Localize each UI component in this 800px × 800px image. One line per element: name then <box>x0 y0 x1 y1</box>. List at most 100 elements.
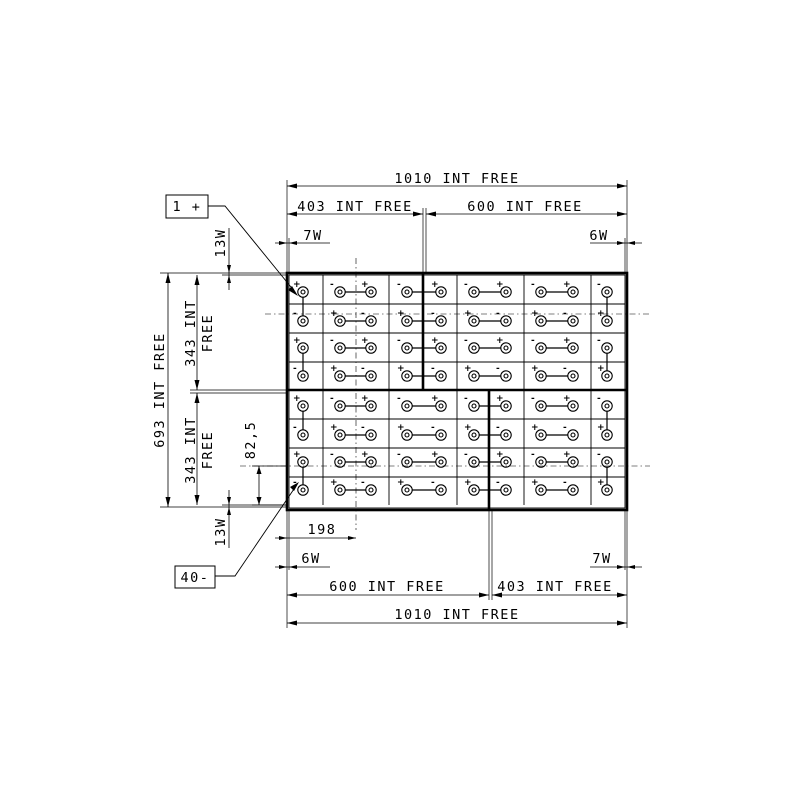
cell-terminal-core <box>337 289 343 295</box>
polarity-minus-mark: - <box>361 423 365 433</box>
polarity-minus-mark: - <box>431 423 435 433</box>
polarity-minus-mark: - <box>361 364 365 374</box>
polarity-plus-mark: + <box>293 336 301 346</box>
polarity-plus-mark: + <box>397 423 405 433</box>
polarity-plus-mark: + <box>361 450 369 460</box>
cell-terminal-core <box>604 373 610 379</box>
polarity-plus-mark: + <box>597 364 605 374</box>
cell-terminal-core <box>570 345 576 351</box>
polarity-plus-mark: + <box>293 394 301 404</box>
polarity-minus-mark: - <box>397 394 401 404</box>
dim-cell-width: 198 <box>308 522 337 538</box>
dim-left-lower-line2: FREE <box>200 431 216 470</box>
cell-terminal-core <box>471 345 477 351</box>
svg-text:1 +: 1 + <box>173 199 202 215</box>
polarity-plus-mark: + <box>431 280 439 290</box>
cell-terminal-core <box>300 345 306 351</box>
cell-terminal-core <box>503 487 509 493</box>
polarity-minus-mark: - <box>531 280 535 290</box>
polarity-minus-mark: - <box>397 336 401 346</box>
dim-bottom-right-wall: 7W <box>592 551 611 567</box>
polarity-plus-mark: + <box>531 423 539 433</box>
polarity-plus-mark: + <box>293 280 301 290</box>
dim-top-right-wall: 6W <box>589 228 608 244</box>
cell-terminal-core <box>438 459 444 465</box>
polarity-minus-mark: - <box>330 394 334 404</box>
cell-terminal-core <box>604 403 610 409</box>
polarity-minus-mark: - <box>563 478 567 488</box>
cell-terminal-core <box>503 318 509 324</box>
cell-terminal-core <box>368 318 374 324</box>
cell-terminal-core <box>300 318 306 324</box>
polarity-minus-mark: - <box>293 478 297 488</box>
polarity-plus-mark: + <box>464 364 472 374</box>
dim-bottom-overall: 1010 INT FREE <box>394 607 519 623</box>
cell-terminal-core <box>604 487 610 493</box>
cell-terminal-core <box>604 289 610 295</box>
polarity-plus-mark: + <box>431 450 439 460</box>
cell-terminal-core <box>438 289 444 295</box>
polarity-plus-mark: + <box>464 478 472 488</box>
cell-terminal-core <box>503 289 509 295</box>
polarity-minus-mark: - <box>496 478 500 488</box>
cell-terminal-core <box>368 289 374 295</box>
polarity-plus-mark: + <box>293 450 301 460</box>
dim-top-right: 600 INT FREE <box>467 199 583 215</box>
cell-terminal-core <box>404 345 410 351</box>
cell-terminal-core <box>300 459 306 465</box>
cell-terminal-core <box>337 373 343 379</box>
dim-left-upper-line2: FREE <box>200 314 216 353</box>
cell-terminal-core <box>404 289 410 295</box>
polarity-plus-mark: + <box>464 423 472 433</box>
polarity-minus-mark: - <box>597 450 601 460</box>
polarity-plus-mark: + <box>531 309 539 319</box>
cell-terminal-core <box>604 432 610 438</box>
cell-terminal-core <box>337 318 343 324</box>
cell-terminal-core <box>570 432 576 438</box>
outer-frame <box>285 271 629 512</box>
polarity-minus-mark: - <box>330 336 334 346</box>
cell-terminal-core <box>471 318 477 324</box>
cell-terminal-core <box>570 487 576 493</box>
polarity-minus-mark: - <box>597 280 601 290</box>
cell-terminal-core <box>570 459 576 465</box>
cell-terminal-core <box>337 459 343 465</box>
polarity-plus-mark: + <box>361 280 369 290</box>
polarity-minus-mark: - <box>496 364 500 374</box>
cell-terminal-core <box>471 459 477 465</box>
dim-left-top-wall: 13W <box>213 229 229 258</box>
cell-terminal-core <box>570 318 576 324</box>
polarity-minus-mark: - <box>464 280 468 290</box>
polarity-minus-mark: - <box>431 364 435 374</box>
cell-terminal-core <box>438 487 444 493</box>
polarity-plus-mark: + <box>361 394 369 404</box>
dim-left-overall: 693 INT FREE <box>152 332 168 448</box>
left-dimensions: 693 INT FREE 343 INT FREE 343 INT FREE 1… <box>152 228 287 548</box>
polarity-minus-mark: - <box>597 336 601 346</box>
cell-terminal-core <box>404 403 410 409</box>
cell-terminal-core <box>337 403 343 409</box>
polarity-plus-mark: + <box>397 478 405 488</box>
dim-top-overall: 1010 INT FREE <box>394 171 519 187</box>
dim-top-left: 403 INT FREE <box>297 199 413 215</box>
polarity-plus-mark: + <box>597 478 605 488</box>
polarity-plus-mark: + <box>597 309 605 319</box>
cell-terminal-core <box>471 289 477 295</box>
cell-terminal-core <box>404 459 410 465</box>
polarity-minus-mark: - <box>464 394 468 404</box>
polarity-minus-mark: - <box>293 364 297 374</box>
polarity-plus-mark: + <box>563 280 571 290</box>
polarity-plus-mark: + <box>496 450 504 460</box>
dim-cell-pitch: 82,5 <box>243 421 259 460</box>
polarity-minus-mark: - <box>563 364 567 374</box>
cell-terminal-core <box>368 459 374 465</box>
polarity-plus-mark: + <box>431 394 439 404</box>
cell-terminal-core <box>404 487 410 493</box>
cell-terminal-core <box>337 487 343 493</box>
cell-terminal-core <box>538 289 544 295</box>
svg-text:40-: 40- <box>181 570 210 586</box>
cell-terminal-core <box>368 432 374 438</box>
cell-terminal-core <box>604 318 610 324</box>
polarity-plus-mark: + <box>330 364 338 374</box>
